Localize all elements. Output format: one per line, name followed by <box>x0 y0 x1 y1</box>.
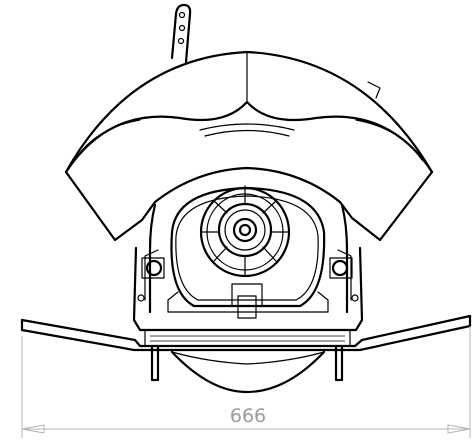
side-hubs <box>141 257 353 279</box>
hood-canopy <box>64 50 434 242</box>
platform-deck <box>20 314 472 394</box>
rotor-assembly <box>199 185 291 278</box>
dimension-annotation: 666 <box>21 326 471 438</box>
dimension-label: 666 <box>230 405 266 427</box>
drum-housing <box>167 186 329 319</box>
support-legs <box>150 344 344 382</box>
mounting-bracket <box>170 3 192 64</box>
